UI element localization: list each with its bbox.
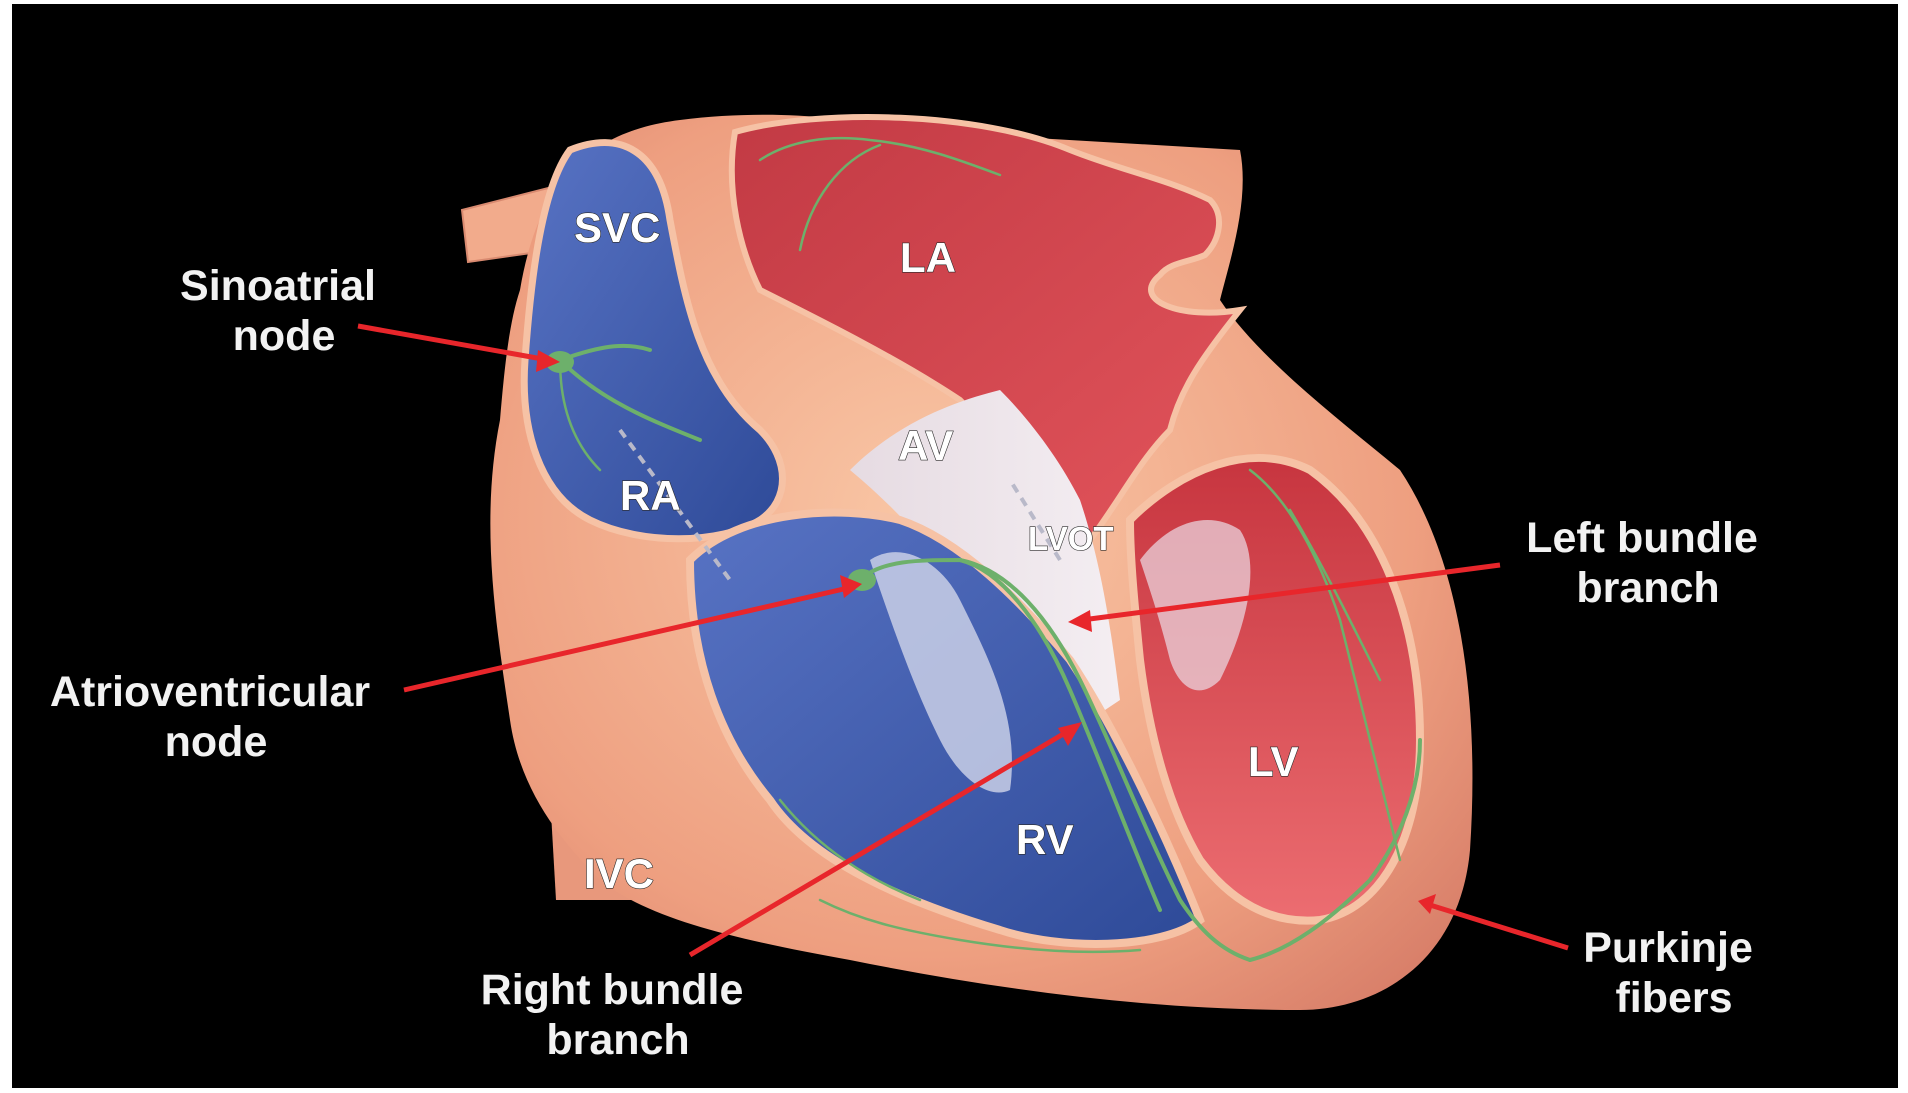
label-lv: LV	[1248, 738, 1299, 785]
label-svc: SVC	[574, 204, 660, 251]
callout-atrioventricular-node: Atrioventricular node	[50, 668, 382, 766]
callout-left-bundle-branch: Left bundle branch	[1526, 514, 1770, 612]
callout-sinoatrial-node: Sinoatrial node	[180, 262, 388, 360]
label-lvot: LVOT	[1028, 520, 1114, 557]
label-la: LA	[900, 234, 956, 281]
label-ra: RA	[620, 472, 681, 519]
label-ivc: IVC	[584, 850, 654, 897]
label-av: AV	[898, 422, 953, 469]
label-rv: RV	[1016, 816, 1074, 863]
callout-right-bundle-branch: Right bundle branch	[481, 966, 756, 1064]
callout-purkinje-fibers: Purkinje fibers	[1583, 924, 1765, 1022]
